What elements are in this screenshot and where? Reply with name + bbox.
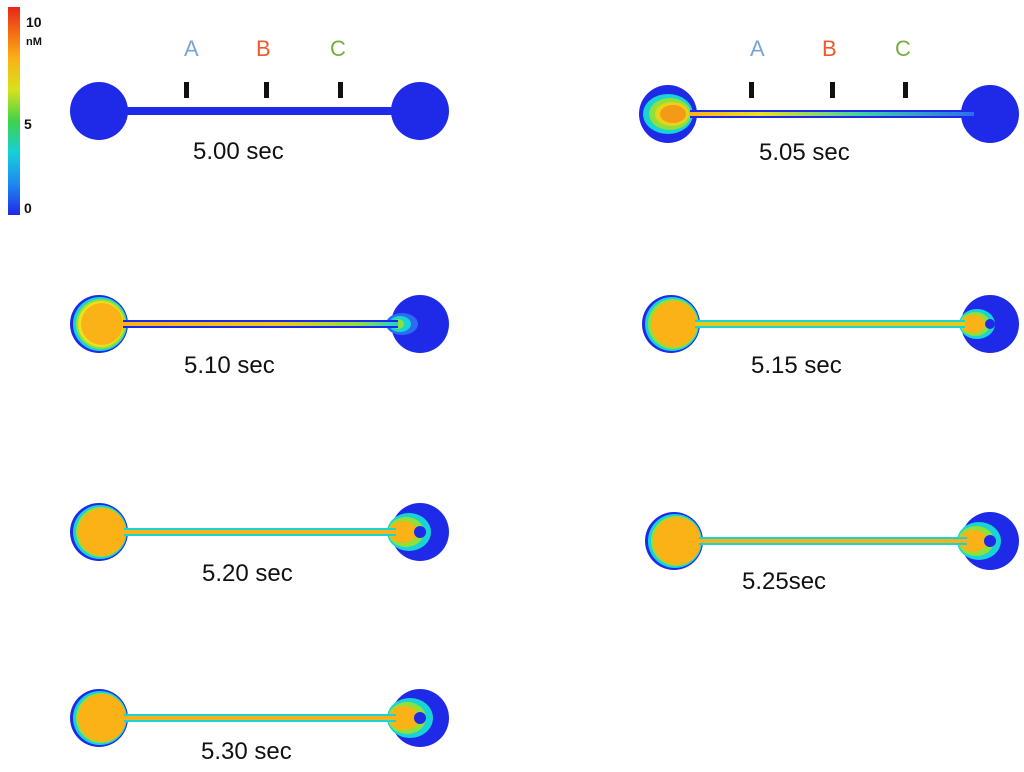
- marker-a-label: A: [750, 36, 765, 61]
- time-label: 5.15 sec: [751, 352, 842, 379]
- time-label: 5.00 sec: [193, 138, 284, 165]
- marker-b-label: B: [822, 36, 837, 61]
- color-scale-mid-label: 5: [24, 116, 32, 132]
- marker-c-tick: [338, 82, 343, 98]
- marker-c-label: C: [330, 36, 346, 61]
- marker-b-label: B: [256, 36, 271, 61]
- marker-a-tick: [184, 82, 189, 98]
- color-scale-max-label: 10: [26, 14, 42, 30]
- time-label: 5.10 sec: [184, 352, 275, 379]
- marker-a-label: A: [184, 36, 199, 61]
- time-label: 5.05 sec: [759, 139, 850, 166]
- marker-b-tick: [264, 82, 269, 98]
- time-label: 5.25sec: [742, 568, 827, 595]
- color-scale-min-label: 0: [24, 200, 32, 216]
- marker-c-label: C: [895, 36, 911, 61]
- time-label: 5.20 sec: [202, 560, 293, 587]
- marker-b-tick: [830, 82, 835, 98]
- time-label: 5.30 sec: [201, 738, 292, 765]
- color-scale-bar: [8, 7, 20, 215]
- marker-c-tick: [903, 82, 908, 98]
- color-scale-unit: nM: [26, 36, 42, 48]
- marker-a-tick: [749, 82, 754, 98]
